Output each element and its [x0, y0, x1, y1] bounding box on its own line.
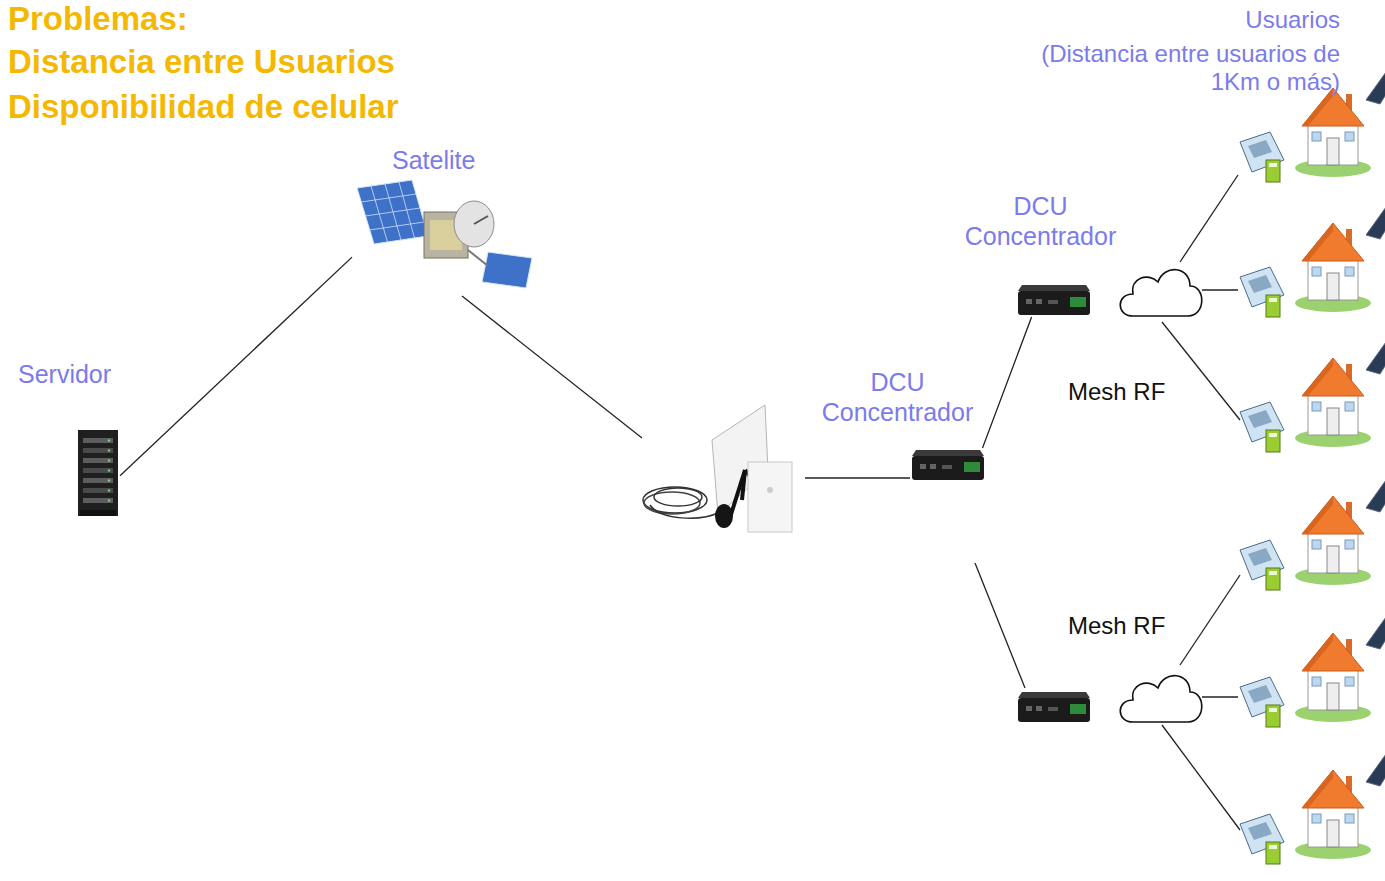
icon-part: [108, 449, 110, 451]
node-icon: [352, 180, 542, 295]
user-house: [1240, 480, 1385, 590]
icon-part: [83, 498, 113, 503]
icon-part: [83, 488, 113, 493]
icon-part: [83, 478, 113, 483]
icon-part: [80, 510, 116, 516]
concentrator-node: DCU Concentrador: [1016, 283, 1094, 317]
satellite-dish: [454, 201, 494, 247]
user-house: [1240, 342, 1385, 452]
icon-part: [108, 469, 110, 471]
problem-text: Distancia entre Usuarios: [8, 43, 395, 81]
icon-part: [83, 458, 113, 463]
satellite-antenna: [643, 405, 792, 532]
mesh-cloud: [1120, 270, 1202, 316]
icon-part: [108, 479, 110, 481]
group-note: (Distancia entre usuarios de 1Km o más): [1022, 40, 1340, 95]
node-icon: [78, 430, 120, 518]
icon-part: [108, 439, 110, 441]
user-house: [1240, 617, 1385, 727]
title: Problemas:: [8, 0, 188, 38]
link-label: Mesh RF: [1068, 612, 1165, 640]
dcu-device: [1018, 692, 1090, 722]
group-label: Usuarios: [1220, 6, 1340, 34]
node-label: DCU Concentrador: [810, 368, 985, 427]
icon-part: [108, 499, 110, 501]
link-lines: [462, 175, 1240, 830]
icon-part: [370, 222, 424, 230]
node-label: Satelite: [392, 146, 475, 176]
icon-part: [108, 459, 110, 461]
icon-part: [365, 208, 420, 216]
connector: [983, 317, 1032, 448]
server-node: Servidor: [78, 430, 120, 518]
icon-part: [474, 216, 488, 224]
concentrator-node: DCU Concentrador: [910, 448, 988, 482]
dcu-device: [912, 450, 984, 480]
icon-part: [399, 182, 415, 238]
problem-text: Disponibilidad de celular: [8, 88, 399, 126]
icon-part: [468, 250, 488, 266]
node-label: DCU Concentrador: [953, 192, 1128, 251]
connector: [120, 257, 352, 476]
node-icon: [1016, 283, 1094, 317]
solar-panel: [357, 180, 428, 244]
node-label: Servidor: [18, 360, 111, 390]
user-house: [1240, 754, 1385, 864]
user-house: [1240, 207, 1385, 317]
link-label: Mesh RF: [1068, 378, 1165, 406]
icon-part: [83, 448, 113, 453]
satellite-node: Satelite: [352, 180, 542, 295]
solar-panel: [482, 252, 532, 288]
mesh-cloud: [1120, 676, 1202, 722]
icon-part: [83, 438, 113, 443]
icon-part: [108, 489, 110, 491]
dcu-device: [1018, 285, 1090, 315]
icon-part: [83, 468, 113, 473]
node-icon: [910, 448, 988, 482]
server-rack: [78, 430, 118, 516]
